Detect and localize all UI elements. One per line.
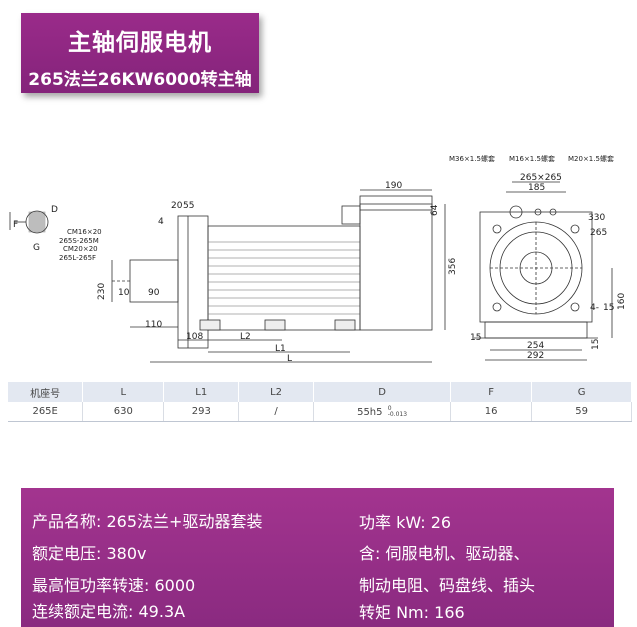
motor-body xyxy=(207,225,361,331)
col-d: D xyxy=(313,382,452,402)
table-row: 265E 630 293 / 55h5 0 -0.013 16 59 xyxy=(8,402,632,422)
label-dia-265: 265 xyxy=(590,228,607,238)
col-g: G xyxy=(531,382,632,402)
cell-l2: / xyxy=(238,402,314,422)
col-l1: L1 xyxy=(163,382,240,402)
label-dim-254: 254 xyxy=(527,341,544,351)
label-dim-185: 185 xyxy=(528,183,545,193)
label-thread-3: M20×1.5螺套 xyxy=(568,154,614,163)
cell-d-tolerance: 0 -0.013 xyxy=(387,404,408,418)
drawing-svg: F G D 20 55 4 CM16×20 265S-265M CM20×20 … xyxy=(9,154,627,364)
title-box: 主轴伺服电机 265法兰26KW6000转主轴 xyxy=(21,13,259,93)
spec-table: 机座号 L L1 L2 D F G 265E 630 293 / 55h5 0 … xyxy=(8,382,632,422)
cell-d-tol-bottom: -0.013 xyxy=(387,410,408,418)
label-dim-292: 292 xyxy=(527,351,544,361)
label-dim-160: 160 xyxy=(617,293,627,310)
label-note-2: 265S-265M xyxy=(59,237,99,245)
cell-d: 55h5 0 -0.013 xyxy=(313,402,452,422)
shaft-key xyxy=(28,211,46,233)
label-dim-15a: 15 xyxy=(603,303,614,313)
product-value: 265法兰+驱动器套装 xyxy=(106,512,263,531)
includes-label: 含: xyxy=(359,544,381,563)
cell-g: 59 xyxy=(531,402,632,422)
info-torque: 转矩 Nm: 166 xyxy=(359,599,465,623)
label-dim-64: 64 xyxy=(430,204,440,216)
label-dim-20: 20 xyxy=(171,201,183,211)
cell-l: 630 xyxy=(82,402,165,422)
info-includes: 含: 伺服电机、驱动器、 xyxy=(359,540,530,564)
label-dim-356: 356 xyxy=(448,258,458,275)
label-dim-230: 230 xyxy=(97,283,107,300)
label-dim-10: 10 xyxy=(118,288,130,298)
includes-line-2: 制动电阻、码盘线、插头 xyxy=(359,576,536,595)
label-dim-15c: 15 xyxy=(591,339,601,350)
title-main: 主轴伺服电机 xyxy=(68,30,212,56)
power-value: 26 xyxy=(430,513,452,532)
label-l: L xyxy=(287,354,292,364)
info-voltage: 额定电压: 380v xyxy=(32,540,147,564)
technical-drawing: F G D 20 55 4 CM16×20 265S-265M CM20×20 … xyxy=(0,150,637,380)
voltage-value: 380v xyxy=(106,544,147,563)
label-note-1: CM16×20 xyxy=(67,228,102,236)
power-label: 功率 kW: xyxy=(359,513,426,532)
label-note-3: CM20×20 xyxy=(63,245,98,253)
label-note-4: 265L-265F xyxy=(59,254,96,262)
label-dim-190: 190 xyxy=(385,181,402,191)
speed-label: 最高恒功率转速: xyxy=(32,576,150,595)
current-value: 49.3A xyxy=(138,602,186,621)
label-dim-110: 110 xyxy=(145,320,162,330)
current-label: 连续额定电流: xyxy=(32,602,134,621)
label-d: D xyxy=(51,205,58,215)
torque-label: 转矩 Nm: xyxy=(359,603,430,622)
label-l2: L2 xyxy=(240,332,251,342)
rear-housing xyxy=(359,203,433,331)
info-speed: 最高恒功率转速: 6000 xyxy=(32,572,195,596)
includes-line-1: 伺服电机、驱动器、 xyxy=(385,544,530,563)
label-g: G xyxy=(33,243,40,253)
info-current: 连续额定电流: 49.3A xyxy=(32,598,185,622)
col-l: L xyxy=(82,382,165,402)
label-dim-90: 90 xyxy=(148,288,160,298)
col-frame: 机座号 xyxy=(8,382,84,402)
cell-d-value: 55h5 xyxy=(357,406,383,418)
cell-l1: 293 xyxy=(163,402,240,422)
col-l2: L2 xyxy=(238,382,314,402)
col-f: F xyxy=(450,382,533,402)
cell-f: 16 xyxy=(450,402,533,422)
cell-d-tol-top: 0 xyxy=(387,404,392,412)
label-thread-2: M16×1.5螺套 xyxy=(509,154,555,163)
label-dia-330: 330 xyxy=(588,213,605,223)
label-f: F xyxy=(13,220,18,230)
label-holes: 4- xyxy=(590,303,599,313)
voltage-label: 额定电压: xyxy=(32,544,102,563)
label-dim-108: 108 xyxy=(186,332,203,342)
label-thread-1: M36×1.5螺套 xyxy=(449,154,495,163)
label-dim-15b: 15 xyxy=(470,333,481,343)
spec-table-header: 机座号 L L1 L2 D F G xyxy=(8,382,632,402)
info-power: 功率 kW: 26 xyxy=(359,509,451,533)
cell-frame: 265E xyxy=(8,402,84,422)
label-dim-55: 55 xyxy=(183,201,194,211)
info-includes-cont: 制动电阻、码盘线、插头 xyxy=(359,572,535,596)
torque-value: 166 xyxy=(434,603,465,622)
label-dim-4: 4 xyxy=(158,217,164,227)
label-l1: L1 xyxy=(275,344,286,354)
label-dim-265x265: 265×265 xyxy=(520,173,562,183)
speed-value: 6000 xyxy=(154,576,196,595)
title-subtitle: 265法兰26KW6000转主轴 xyxy=(28,70,252,90)
info-product: 产品名称: 265法兰+驱动器套装 xyxy=(32,508,262,532)
product-info-box: 产品名称: 265法兰+驱动器套装 额定电压: 380v 最高恒功率转速: 60… xyxy=(21,488,614,627)
product-label: 产品名称: xyxy=(32,512,102,531)
